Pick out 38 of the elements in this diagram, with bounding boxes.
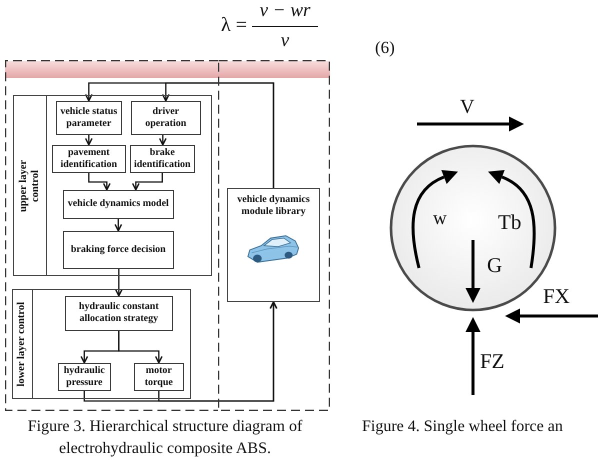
arrow <box>158 301 278 402</box>
group-label: upper layer control <box>18 158 42 214</box>
torque-label: Tb <box>498 212 522 233</box>
fraction-denominator: v <box>280 31 290 50</box>
process-box: vehicle dynamics model <box>62 190 174 219</box>
velocity-label: V <box>460 97 474 117</box>
arrow <box>118 330 163 364</box>
region-panel <box>218 60 330 411</box>
box-title: vehicle dynamics module library <box>236 194 311 218</box>
region-panel <box>5 60 218 411</box>
arrow <box>162 82 274 188</box>
figure-caption: Figure 3. Hierarchical structure diagram of electrohydraulic composite ABS. <box>26 417 304 459</box>
force-label: FX <box>543 286 570 307</box>
angular-speed-label: w <box>433 209 447 228</box>
equation-lhs: λ = <box>221 15 247 35</box>
process-box: driver operation <box>130 100 201 135</box>
process-box: vehicle status parameter <box>56 100 122 135</box>
arrow <box>158 134 167 146</box>
arrow <box>132 172 163 191</box>
arrow <box>84 134 93 146</box>
process-box: motor torque <box>134 362 184 391</box>
arrow <box>114 218 122 232</box>
equation-number: (6) <box>375 39 395 56</box>
process-box: brake identification <box>130 144 195 173</box>
group-label: lower layer control <box>16 302 28 386</box>
group-box <box>13 95 212 276</box>
group-box <box>12 289 191 399</box>
figure-caption: Figure 4. Single wheel force an <box>362 419 563 435</box>
arrow <box>114 268 123 297</box>
force-label: FZ <box>480 351 505 372</box>
arrow <box>88 172 111 191</box>
module-box <box>227 188 320 302</box>
force-label: G <box>487 255 502 276</box>
fraction-numerator: v − wr <box>258 1 312 20</box>
process-box: pavement identification <box>52 144 126 173</box>
process-box: hydraulic pressure <box>58 362 111 391</box>
process-box: hydraulic constant allocation strategy <box>64 296 173 331</box>
process-box: braking force decision <box>62 230 174 269</box>
